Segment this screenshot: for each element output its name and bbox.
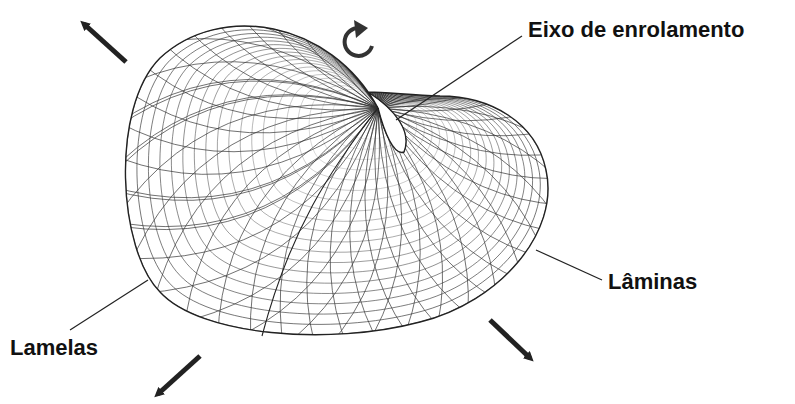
lamina-line [124,0,378,108]
lamina-line [59,62,378,128]
lamina-line [94,105,378,256]
lamina-line [77,96,378,218]
lamina-line [378,108,497,404]
lamina-line [378,0,661,108]
lamina-line [378,108,529,392]
lamella-label: Lamelas [10,336,98,360]
lamina-line [260,108,388,404]
leader-line [70,280,148,330]
leader-line [536,250,602,280]
direction-arrow [84,24,126,62]
lamina-line [154,0,378,108]
lamina-line [378,108,468,404]
lamina-line [217,108,378,386]
leaf-outline [125,26,548,335]
lamina-line [307,108,378,404]
lamina-line [378,0,474,108]
lamina-line [378,108,443,404]
lamina-line [378,45,692,136]
lamina-line [181,108,378,360]
lamina-line [378,0,573,108]
lamina-line [147,108,378,329]
lamina-line [65,81,378,173]
lamina-line [349,108,420,404]
lamina-line [378,43,698,108]
lamina-line [365,108,484,404]
lamina-line [378,0,573,108]
lamina-line [257,0,378,108]
lamina-line [118,108,378,294]
lamina-line [76,108,378,227]
lamina-line [79,0,378,108]
lamina-line [286,0,378,108]
fold-line [262,108,378,336]
lamina-line [304,108,402,404]
lamina-line [378,0,679,108]
lamina-line [378,98,676,225]
lamina-line [378,108,600,338]
lamina-line [77,108,378,230]
lamina-line [378,0,537,108]
lamina-line [378,0,607,108]
lamina-line [378,108,697,179]
lamina-line [66,12,378,108]
lamella-line [125,26,548,335]
lamina-line [76,95,378,214]
lamina-line [378,0,637,108]
lamina-line [280,108,378,404]
lamina-line [219,108,380,386]
direction-arrow [490,320,530,358]
lamina-line [376,0,535,108]
lamella-line [160,37,525,304]
lamina-line [94,108,378,259]
lamina-line [154,0,378,108]
lamina-line [79,0,378,119]
lamella-line [171,41,517,294]
lamina-line [147,108,378,329]
axis-label: Eixo de enrolamento [528,18,744,42]
lamina-label: Lâminas [608,270,697,294]
lamina-line [314,0,406,108]
lamina-line [378,0,637,108]
lamina-line [378,0,607,108]
lamina-line [118,108,378,294]
lamina-line [330,108,395,404]
lamina-line [64,79,378,169]
lamina-line [59,108,378,174]
lamina-line [378,0,504,108]
lamina-line [64,108,378,198]
lamina-line [378,108,690,205]
lamina-line [368,0,494,108]
direction-arrow [158,356,200,394]
lamina-line [378,84,690,181]
leader-line [396,36,522,120]
lamella-line [240,63,471,231]
lamina-line [350,108,440,404]
lamella-net [59,0,698,404]
lamina-line [181,108,378,360]
lamella-line [137,30,540,325]
lamina-line [65,108,378,200]
rotation-arrowhead [354,20,368,38]
lamina-line [228,0,381,108]
lamina-line [378,108,600,338]
lamina-line [124,0,378,108]
lamina-line [99,0,378,110]
lamina-line [225,0,378,108]
lamella-line [194,48,501,273]
